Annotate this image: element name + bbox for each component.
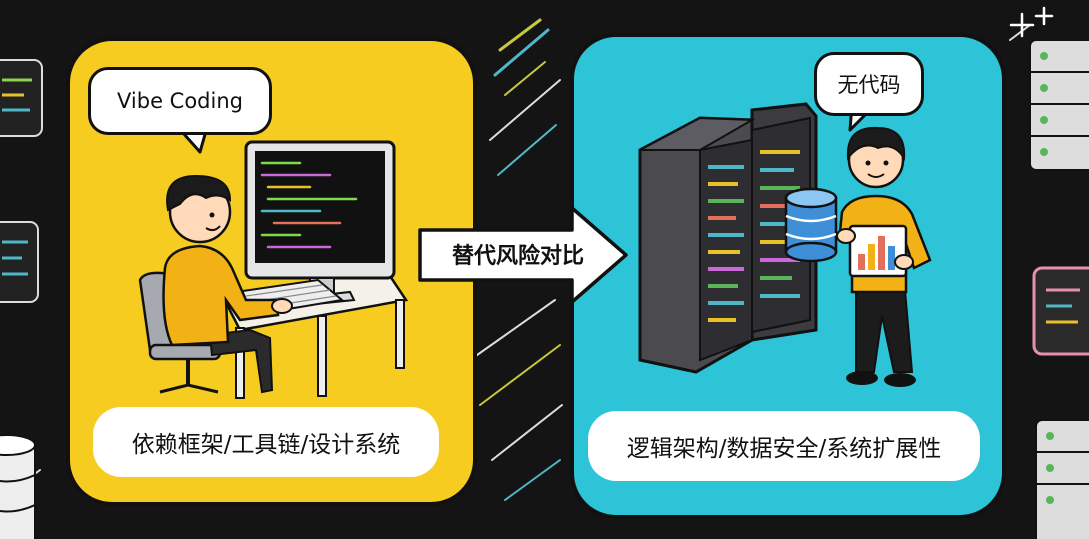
server-stack-icon <box>1035 419 1089 539</box>
speech-bubble-no-code: 无代码 <box>814 52 924 116</box>
chalk-strokes <box>0 18 1031 501</box>
right-caption: 逻辑架构/数据安全/系统扩展性 <box>588 411 980 481</box>
speech-bubble-vibe-coding: Vibe Coding <box>88 67 272 135</box>
code-lines <box>260 161 358 249</box>
server-stack-icon <box>1029 39 1089 171</box>
arrow-label: 替代风险对比 <box>451 244 584 269</box>
code-window-icon <box>0 221 39 303</box>
bar-chart-icon <box>848 224 908 278</box>
hand <box>836 228 856 244</box>
database-icon <box>0 434 36 539</box>
code-window-icon <box>0 59 43 137</box>
person-icon <box>162 174 293 394</box>
sparkle-icon <box>1009 6 1054 38</box>
hand <box>894 254 914 270</box>
database-icon <box>784 187 838 263</box>
arrow-right-icon <box>418 206 628 304</box>
left-caption: 依赖框架/工具链/设计系统 <box>93 407 439 477</box>
server-led-lights <box>708 150 800 322</box>
code-window-icon <box>1032 266 1089 356</box>
